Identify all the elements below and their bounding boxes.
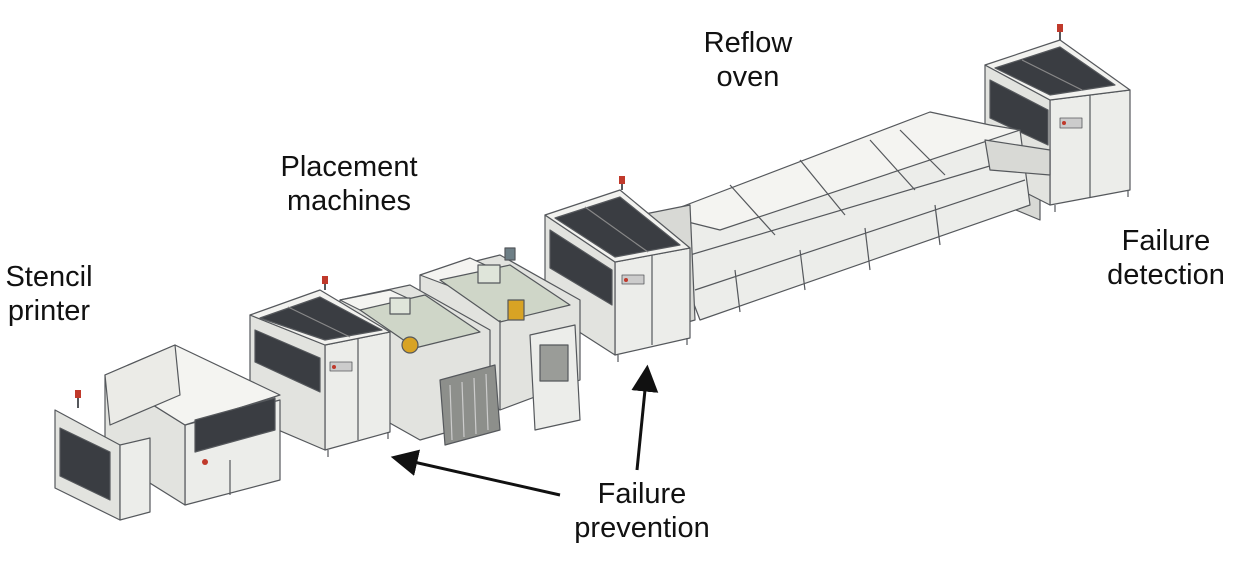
label-failure-prevention: Failure prevention (562, 477, 722, 545)
label-failure-detection-line2: detection (1107, 259, 1225, 291)
label-placement-machines: Placement machines (268, 150, 430, 218)
arrow-to-placement (390, 449, 561, 497)
stencil-printer-machine (54, 344, 281, 521)
arrow-to-post-placement (631, 364, 659, 471)
label-failure-prevention-line1: Failure (597, 478, 687, 510)
placement-machine-2 (419, 247, 581, 431)
label-reflow-oven-line2: oven (716, 61, 780, 93)
label-stencil-printer-line1: Stencil (5, 261, 93, 293)
label-reflow-oven: Reflow oven (693, 26, 803, 94)
label-reflow-oven-line1: Reflow (703, 27, 793, 59)
label-failure-prevention-line2: prevention (574, 512, 710, 544)
inline-module (249, 276, 391, 457)
label-failure-detection-line1: Failure (1121, 225, 1211, 257)
label-failure-detection: Failure detection (1098, 224, 1234, 292)
label-stencil-printer-line2: printer (7, 295, 91, 327)
label-placement-machines-line1: Placement (280, 151, 418, 183)
label-placement-machines-line2: machines (286, 185, 412, 217)
reflow-oven-machine (659, 111, 1051, 321)
label-stencil-printer: Stencil printer (0, 260, 98, 328)
